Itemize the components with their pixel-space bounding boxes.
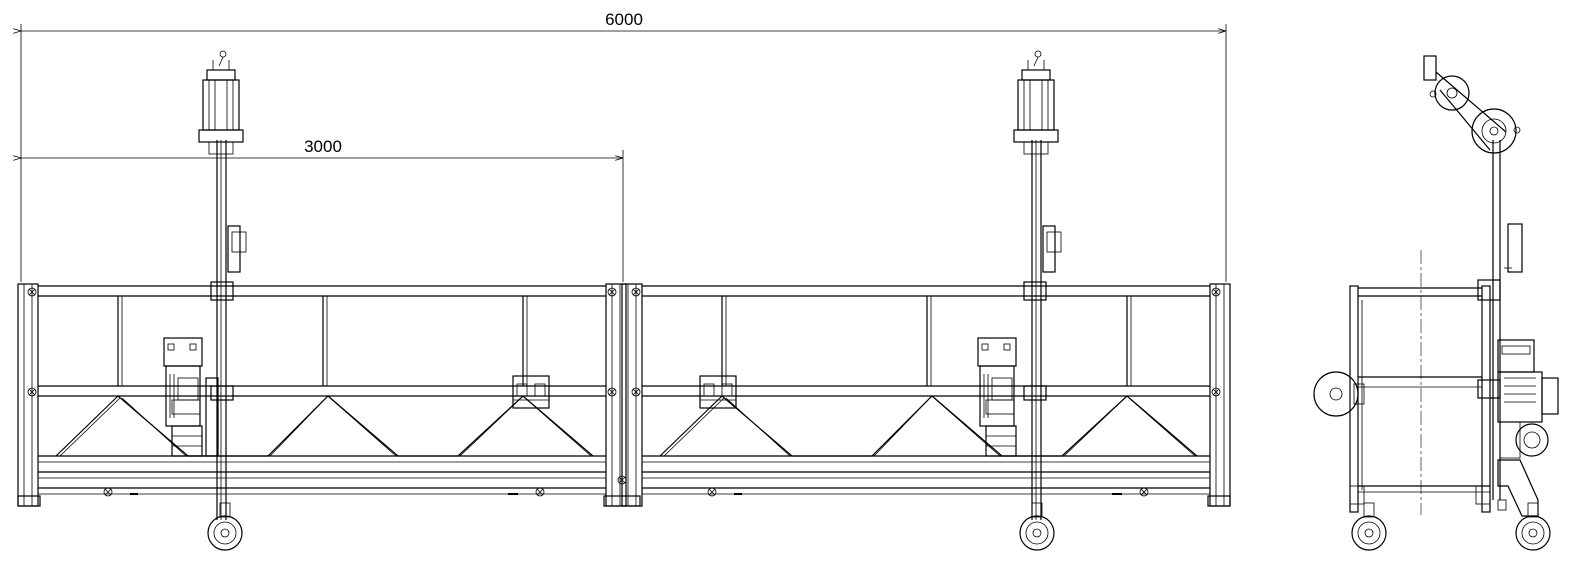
mast-left	[163, 50, 247, 551]
side-view	[1313, 55, 1559, 551]
platform-section-right	[622, 284, 1230, 506]
hoist-motor-right	[977, 337, 1017, 457]
side-wheel-front	[1351, 502, 1387, 551]
hoist-motor-left	[163, 337, 203, 457]
dimension-label-overall: 6000	[605, 10, 643, 29]
front-view: 6000 3000	[18, 10, 1230, 551]
dimension-label-half: 3000	[304, 137, 342, 156]
caster-wheel-left	[207, 502, 243, 551]
dimension-3000: 3000	[21, 137, 624, 282]
side-wheel-rear	[1515, 502, 1551, 551]
mast-right	[977, 50, 1062, 551]
caster-wheel-right	[1019, 502, 1055, 551]
dimension-6000: 6000	[21, 10, 1227, 282]
